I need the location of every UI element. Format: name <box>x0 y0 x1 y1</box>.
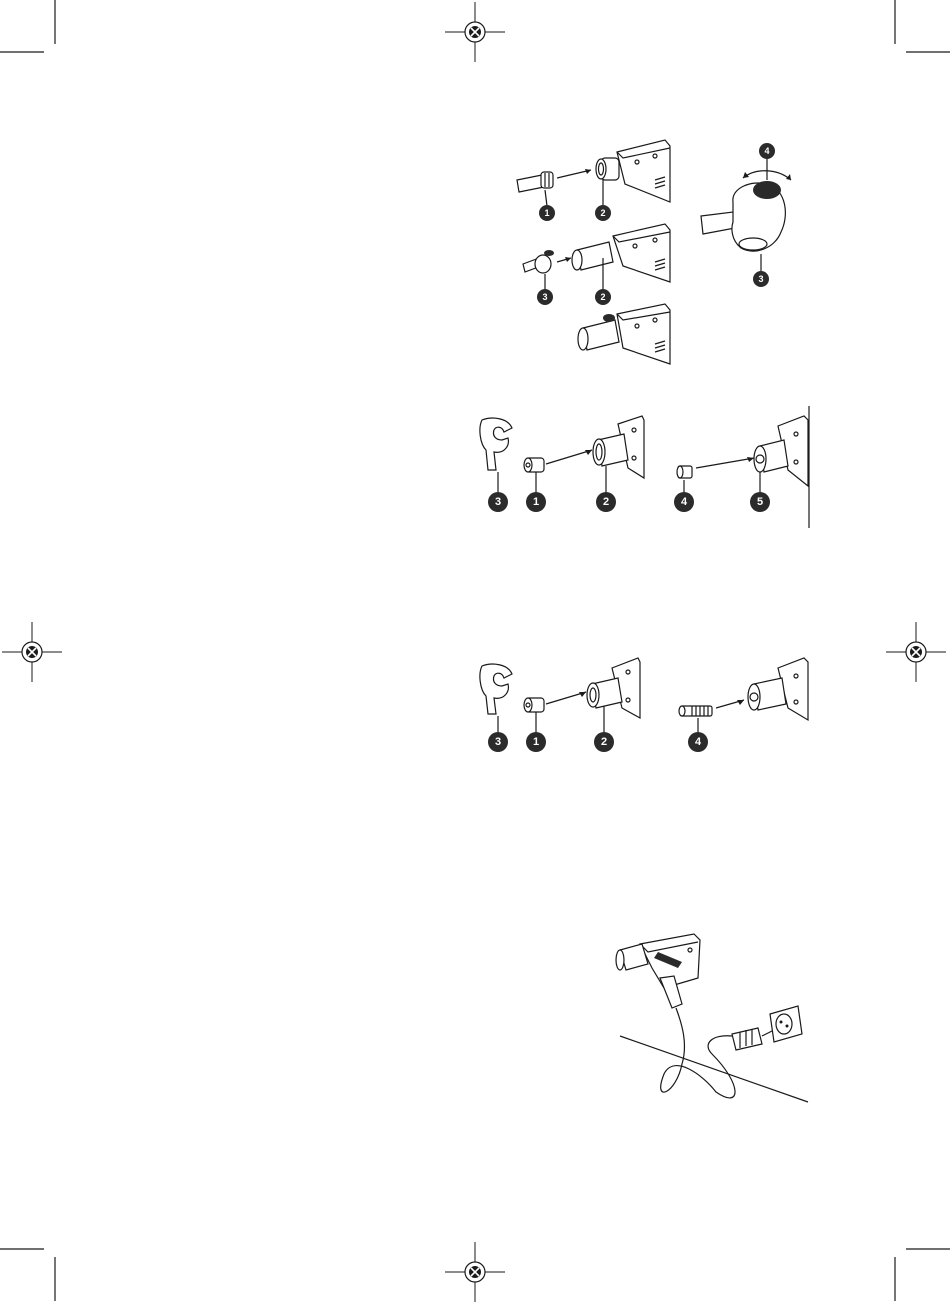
badge-1: 1 <box>526 492 546 512</box>
assembled-gun-illustration <box>578 304 670 364</box>
registration-mark-right <box>886 622 946 682</box>
badge-label: 4 <box>695 736 702 748</box>
badge-label: 1 <box>544 208 549 218</box>
figure-2-wrench-assembly: 3 1 2 4 5 <box>478 406 818 531</box>
wrench-icon <box>480 418 512 470</box>
badge-2: 2 <box>594 732 614 752</box>
badge-4: 4 <box>674 492 694 512</box>
badge-label: 1 <box>533 496 539 508</box>
heat-gun-body <box>572 224 670 282</box>
collar-ring-illustration <box>523 250 554 273</box>
heat-gun-body <box>754 416 808 486</box>
wall-socket-icon <box>770 1006 802 1042</box>
nozzle-illustration <box>517 172 553 192</box>
registration-mark-icon <box>2 622 62 682</box>
registration-mark-top <box>445 2 505 62</box>
badge-2: 2 <box>595 289 611 305</box>
badge-3: 3 <box>488 732 508 752</box>
badge-label: 2 <box>601 736 607 748</box>
badge-4: 4 <box>688 732 708 752</box>
registration-mark-icon <box>445 1242 505 1302</box>
collar-detail-illustration <box>701 171 791 251</box>
registration-mark-left <box>2 622 62 682</box>
figure-3-wrench-assembly: 3 1 2 4 <box>478 654 818 759</box>
badge-3: 3 <box>753 271 769 287</box>
heat-gun-body <box>596 140 670 202</box>
badge-label: 3 <box>758 274 763 284</box>
badge-label: 4 <box>681 496 688 508</box>
heat-gun-illustration <box>616 934 700 1008</box>
registration-mark-icon <box>886 622 946 682</box>
registration-mark-bottom <box>445 1242 505 1302</box>
spring-illustration <box>679 706 712 716</box>
badge-2: 2 <box>595 205 611 221</box>
badge-label: 3 <box>495 736 501 748</box>
badge-label: 5 <box>757 496 763 508</box>
plug-illustration <box>732 1028 762 1050</box>
badge-label: 2 <box>600 292 605 302</box>
pin-illustration <box>677 466 692 478</box>
badge-label: 2 <box>603 496 609 508</box>
badge-3: 3 <box>537 289 553 305</box>
badge-2: 2 <box>596 492 616 512</box>
heat-gun-body <box>748 658 808 720</box>
badge-label: 1 <box>533 736 539 748</box>
figure-4-plug-in <box>612 924 812 1104</box>
figure-1-nozzle-attachment: 1 2 3 2 4 3 <box>505 132 825 372</box>
wrench-icon <box>480 664 512 714</box>
badge-label: 4 <box>764 146 769 156</box>
badge-label: 2 <box>600 208 605 218</box>
badge-4: 4 <box>759 143 775 159</box>
badge-label: 3 <box>495 496 501 508</box>
badge-3: 3 <box>488 492 508 512</box>
badge-5: 5 <box>750 492 770 512</box>
nut-illustration <box>524 698 544 712</box>
nut-illustration <box>524 458 544 472</box>
heat-gun-body <box>593 416 644 478</box>
badge-label: 3 <box>542 292 547 302</box>
badge-1: 1 <box>539 205 555 221</box>
heat-gun-body <box>587 658 640 718</box>
registration-mark-icon <box>445 2 505 62</box>
badge-1: 1 <box>526 732 546 752</box>
